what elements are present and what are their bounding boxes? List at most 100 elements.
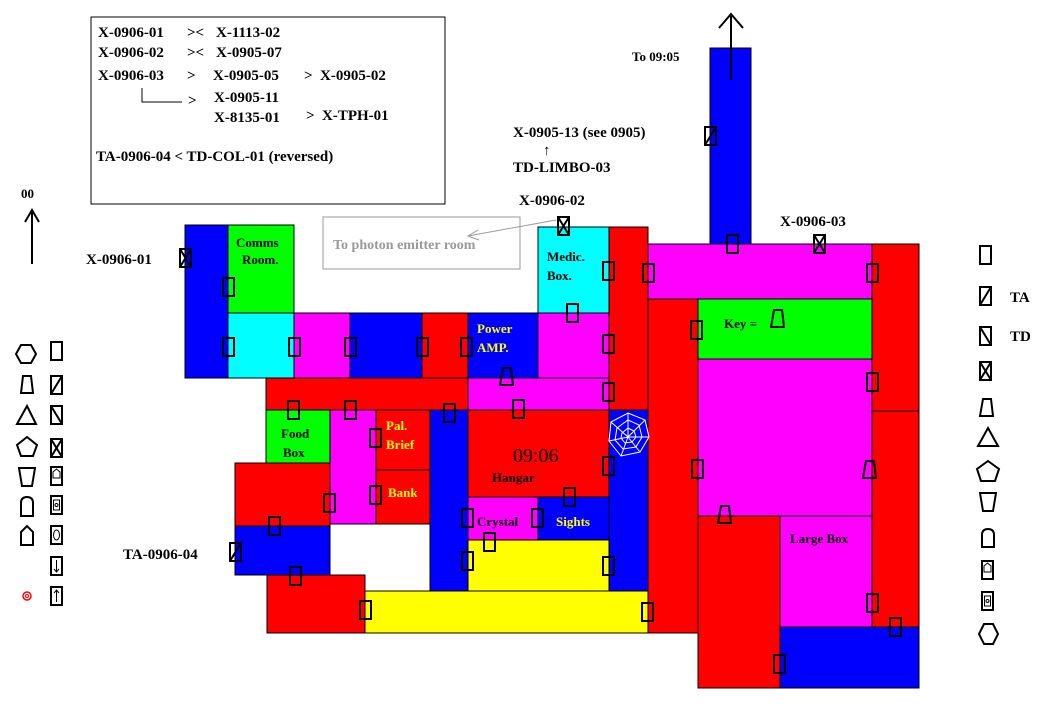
- legend-box: X-0906-01 >< X-1113-02 X-0906-02 >< X-09…: [90, 16, 446, 205]
- door-marker-icon[interactable]: [461, 551, 474, 571]
- triangle-icon: [15, 403, 38, 425]
- door-marker-icon[interactable]: [866, 372, 879, 392]
- legend-gt-3: >: [187, 68, 196, 84]
- photon-note-label: To photon emitter room: [333, 238, 476, 253]
- door-marker-icon[interactable]: [460, 337, 473, 357]
- door-marker-icon[interactable]: [773, 654, 786, 674]
- teleport-x-icon[interactable]: [179, 248, 192, 268]
- hexagon-icon: [14, 344, 38, 364]
- trapezoid-icon: [19, 375, 35, 394]
- door-marker-icon[interactable]: [344, 400, 357, 420]
- door-marker-icon[interactable]: [566, 303, 579, 323]
- legend-gt-4: >: [188, 93, 197, 109]
- x090513-label: X-0905-13 (see 0905): [513, 125, 645, 141]
- food-label-2: Box: [283, 445, 305, 460]
- door-marker-icon[interactable]: [641, 602, 654, 622]
- teleport-a-legend-icon: [979, 286, 992, 306]
- door-marker-icon[interactable]: [726, 234, 739, 254]
- door-marker-icon[interactable]: [344, 337, 357, 357]
- door-marker-icon[interactable]: [602, 334, 615, 354]
- door-marker-icon[interactable]: [531, 508, 544, 528]
- door-marker-icon[interactable]: [443, 403, 456, 423]
- door-marker-icon[interactable]: [289, 566, 302, 586]
- red-ring-icon: [22, 591, 32, 601]
- large-box-label: Large Box: [790, 531, 849, 546]
- room-cyan-corridor: [227, 312, 295, 379]
- legend-line-1b: X-1113-02: [216, 25, 280, 41]
- door-marker-icon[interactable]: [690, 320, 703, 340]
- room-red-bottom: [266, 574, 366, 634]
- door-marker-icon[interactable]: [268, 516, 281, 536]
- x090601-label: X-0906-01: [86, 252, 152, 268]
- room-magenta-b: [537, 312, 610, 379]
- door-marker-icon[interactable]: [323, 493, 336, 513]
- teleport-x-icon[interactable]: [557, 216, 570, 236]
- rooms: [184, 47, 920, 689]
- room-labels: Comms Room. Medic. Box. Power AMP. Key =…: [236, 235, 849, 546]
- right-symbol-legend: [975, 245, 1001, 645]
- legend-gt-3b: >: [304, 68, 313, 84]
- door-marker-icon[interactable]: [461, 508, 474, 528]
- door-marker-icon[interactable]: [889, 617, 902, 637]
- key-label: Key =: [724, 316, 757, 331]
- teleport-a-icon[interactable]: [229, 542, 242, 562]
- room-magenta-c: [467, 377, 610, 411]
- door-marker-icon[interactable]: [866, 263, 879, 283]
- legend-line-3a: X-0906-03: [98, 68, 164, 84]
- door-marker-icon[interactable]: [369, 428, 382, 448]
- door-marker-icon[interactable]: [512, 399, 525, 419]
- door-marker-icon[interactable]: [866, 593, 879, 613]
- hangar-time-label: 09:06: [513, 445, 559, 467]
- door-marker-icon[interactable]: [222, 277, 235, 297]
- hexagon-icon: [977, 623, 1000, 645]
- red-ring-core-icon: [25, 594, 29, 598]
- room-medic-box: [537, 226, 610, 314]
- small-up-arrow: ↑: [543, 143, 551, 159]
- room-magenta-big: [697, 358, 873, 517]
- key-marker-icon[interactable]: [861, 460, 878, 479]
- comms-label-1: Comms: [236, 235, 279, 250]
- door-marker-icon[interactable]: [602, 261, 615, 281]
- left-symbol-legend: [14, 341, 63, 606]
- teleport-a-legend-icon: [50, 375, 63, 395]
- door-oval-legend-icon: [50, 525, 63, 545]
- room-red-long: [265, 377, 469, 411]
- room-magenta-top: [647, 243, 873, 300]
- room-yellow-bottom: [364, 590, 649, 634]
- legend-swap-1: ><: [187, 25, 204, 41]
- arch-icon: [20, 495, 34, 517]
- door-marker-icon[interactable]: [602, 456, 615, 476]
- key-marker-icon[interactable]: [716, 505, 733, 524]
- x090603-label: X-0906-03: [780, 214, 846, 230]
- door-marker-icon[interactable]: [369, 485, 382, 505]
- door-marker-icon[interactable]: [691, 459, 704, 479]
- teleport-x-legend-icon: [979, 361, 992, 381]
- inverted-trapezoid-icon: [978, 492, 998, 512]
- door-house-legend-icon: [50, 466, 63, 486]
- door-marker-icon[interactable]: [222, 337, 235, 357]
- key-marker-icon[interactable]: [498, 367, 515, 386]
- td-key-label: TD: [1010, 329, 1031, 345]
- door-marker-icon[interactable]: [602, 556, 615, 576]
- teleport-d-legend-icon: [50, 405, 63, 425]
- teleport-x-icon[interactable]: [813, 234, 826, 254]
- door-marker-icon[interactable]: [359, 600, 372, 620]
- ta-key-label: TA: [1010, 290, 1030, 306]
- triangle-icon: [976, 425, 1000, 447]
- door-marker-icon[interactable]: [602, 382, 615, 402]
- teleport-a-icon[interactable]: [704, 126, 717, 146]
- power-label-2: AMP.: [477, 340, 509, 355]
- door-target-legend-icon: [50, 495, 63, 515]
- photon-note-box: [322, 216, 521, 270]
- door-marker-icon[interactable]: [642, 263, 655, 283]
- door-up-legend-icon: [50, 586, 63, 606]
- door-marker-icon[interactable]: [416, 337, 429, 357]
- door-marker-icon[interactable]: [288, 337, 301, 357]
- power-label-1: Power: [477, 321, 513, 336]
- room-red-right-top: [871, 243, 920, 412]
- door-marker-icon[interactable]: [483, 532, 496, 552]
- door-marker-icon[interactable]: [563, 487, 576, 507]
- legend-swap-2: ><: [187, 45, 204, 61]
- key-marker-icon[interactable]: [769, 309, 786, 328]
- door-marker-icon[interactable]: [287, 400, 300, 420]
